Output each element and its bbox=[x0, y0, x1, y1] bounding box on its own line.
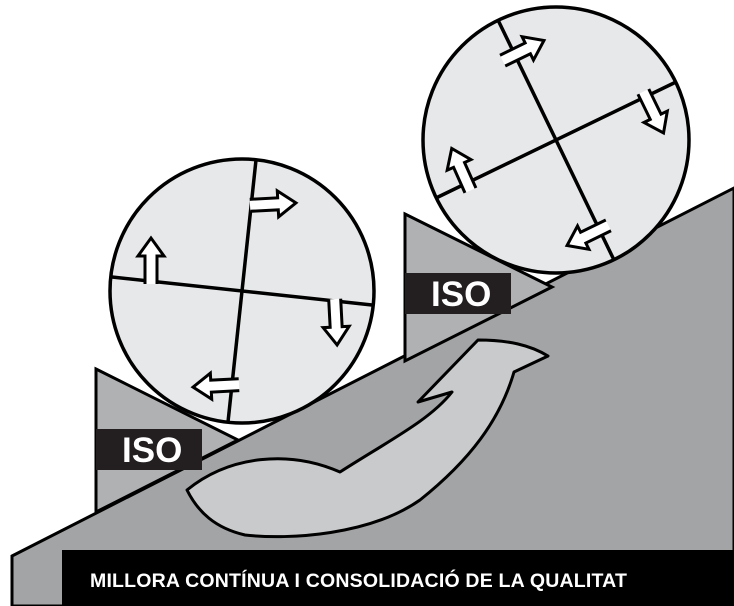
wheel-left bbox=[108, 157, 376, 425]
wheel-right bbox=[421, 5, 691, 275]
caption-text: MILLORA CONTÍNUA I CONSOLIDACIÓ DE LA QU… bbox=[90, 568, 627, 592]
curved-arrow-icon bbox=[185, 338, 550, 539]
iso-label-right-text: ISO bbox=[431, 275, 491, 314]
iso-label-right: ISO bbox=[405, 273, 511, 314]
caption-bar: MILLORA CONTÍNUA I CONSOLIDACIÓ DE LA QU… bbox=[62, 550, 734, 606]
iso-label-left-text: ISO bbox=[122, 431, 182, 470]
iso-label-left: ISO bbox=[96, 429, 202, 470]
